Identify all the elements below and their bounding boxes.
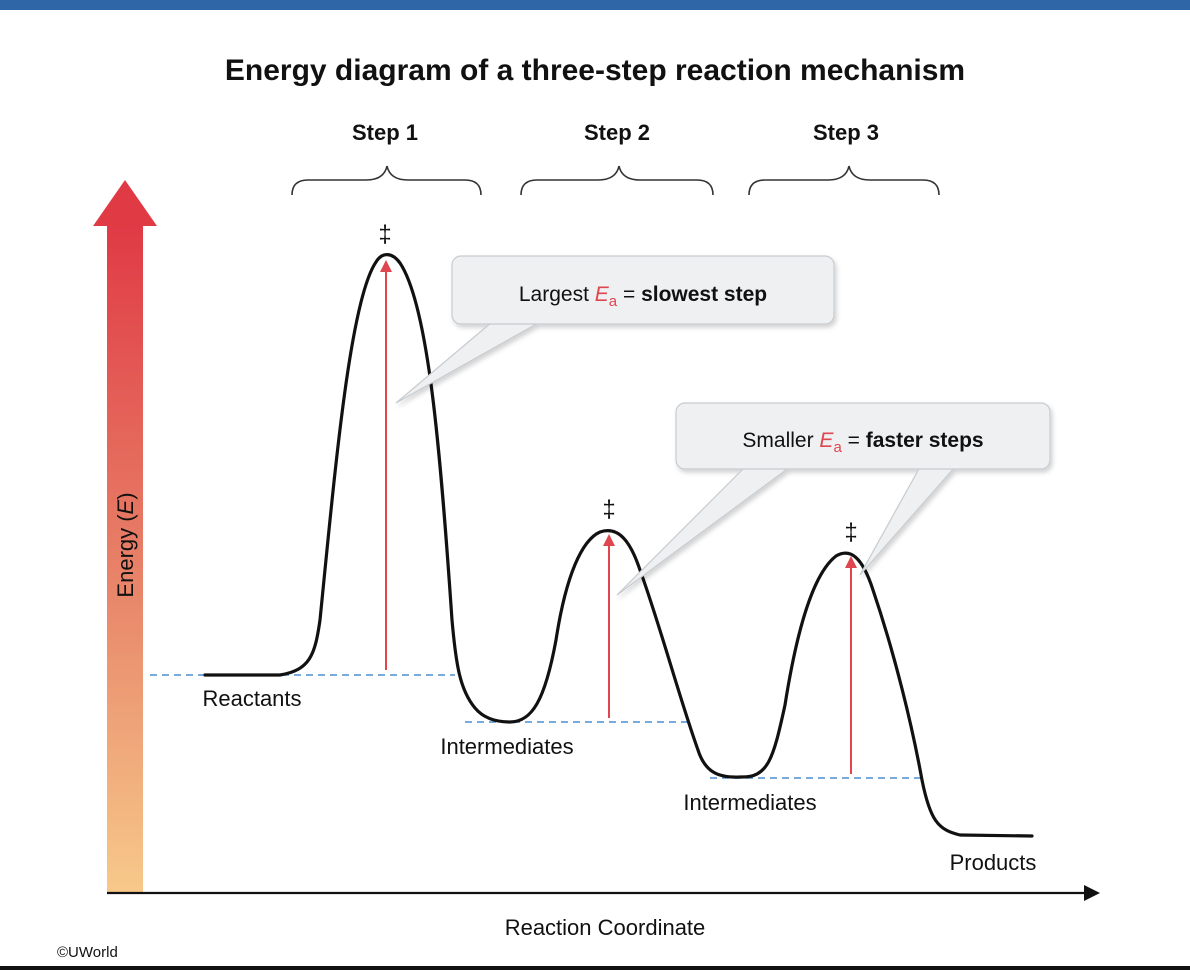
transition-state-1: ‡: [378, 221, 391, 248]
step-brace-2: [520, 165, 714, 196]
callout-largest-text: Largest Ea = slowest step: [519, 283, 767, 310]
label-reactants: Reactants: [202, 686, 301, 711]
label-products: Products: [950, 850, 1037, 875]
x-axis-label: Reaction Coordinate: [505, 915, 706, 940]
credit-text: ©UWorld: [57, 944, 118, 961]
label-intermediates-2: Intermediates: [683, 790, 816, 815]
transition-state-3: ‡: [844, 519, 857, 546]
diagram-title: Energy diagram of a three-step reaction …: [225, 54, 965, 87]
step-brace-1: [291, 165, 482, 196]
step-1-label: Step 1: [352, 120, 418, 145]
callout-smaller-text: Smaller Ea = faster steps: [742, 429, 983, 456]
step-2-label: Step 2: [584, 120, 650, 145]
energy-curve: [203, 253, 1034, 838]
callout-largest-ea: [395, 255, 835, 404]
callout-smaller-ea: [616, 402, 1051, 596]
top-banner-bar: [0, 0, 1190, 10]
step-3-label: Step 3: [813, 120, 879, 145]
reaction-coordinate-axis: [107, 885, 1100, 901]
energy-axis-arrow: [93, 180, 157, 893]
transition-state-2: ‡: [602, 496, 615, 523]
bottom-rule: [0, 966, 1190, 970]
energy-axis-label: Energy (E): [113, 492, 138, 597]
step-brace-3: [748, 165, 940, 196]
label-intermediates-1: Intermediates: [440, 734, 573, 759]
